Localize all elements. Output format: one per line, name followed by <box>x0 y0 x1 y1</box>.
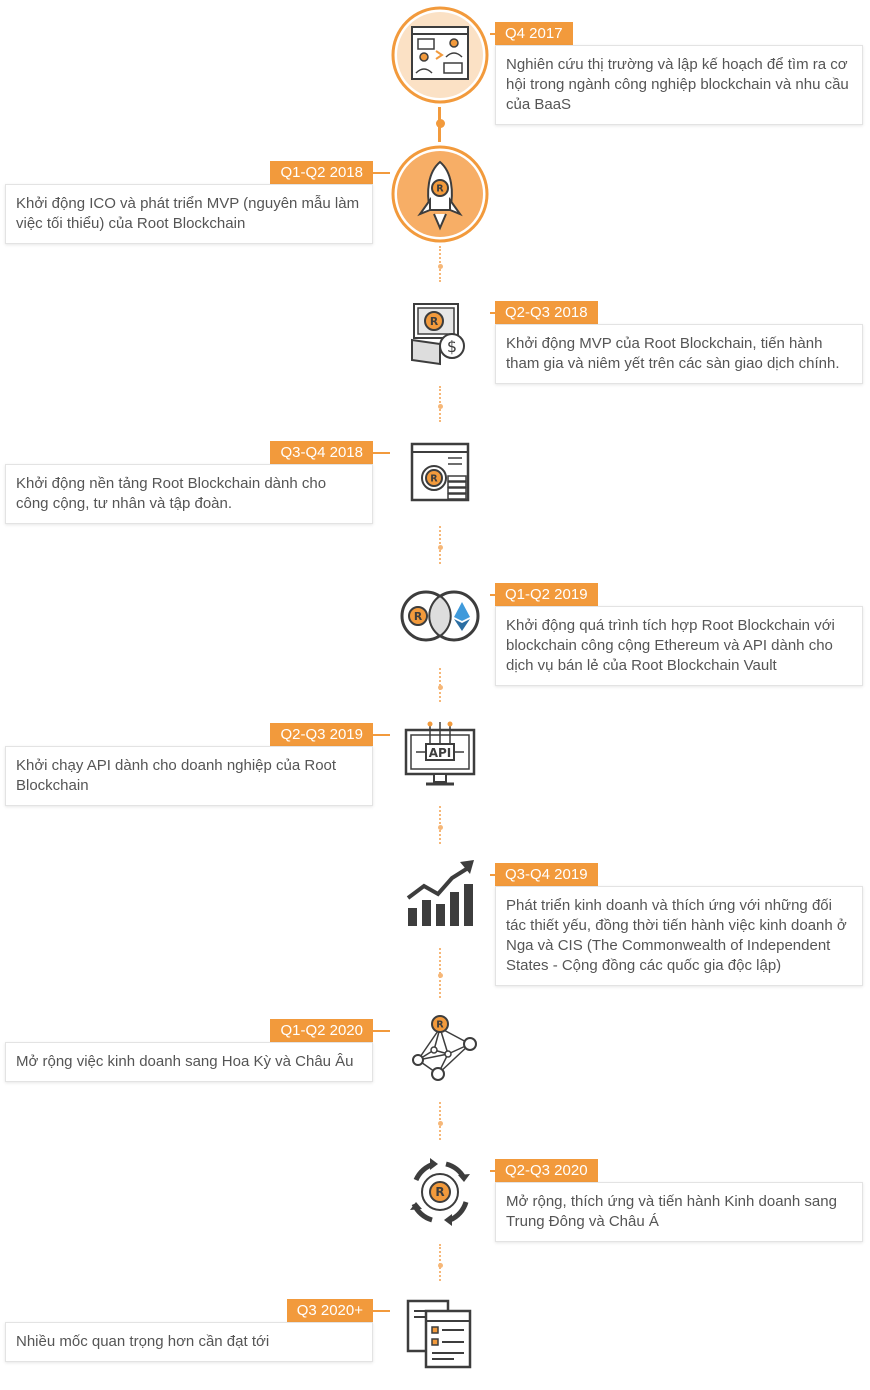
milestone-description-card: Khởi động ICO và phát triển MVP (nguyên … <box>5 184 373 244</box>
svg-text:R: R <box>430 473 438 484</box>
globe-cycle-icon: R <box>390 1142 490 1242</box>
svg-text:API: API <box>429 746 452 760</box>
milestone-description-card: Mở rộng, thích ứng và tiến hành Kinh doa… <box>495 1182 863 1242</box>
milestone-period-badge: Q2-Q3 2020 <box>495 1159 598 1182</box>
timeline-arrow-dot <box>438 1262 443 1268</box>
milestone-period-badge: Q1-Q2 2019 <box>495 583 598 606</box>
exchange-listing-icon: R $ <box>390 284 490 384</box>
milestone-description-card: Nghiên cứu thị trường và lập kế hoạch để… <box>495 45 863 125</box>
svg-text:R: R <box>436 1019 444 1030</box>
svg-text:R: R <box>436 183 444 194</box>
milestone-period-badge: Q4 2017 <box>495 22 573 45</box>
svg-text:R: R <box>414 610 423 623</box>
milestone-connector <box>490 874 495 876</box>
timeline-arrow-dot <box>438 404 443 409</box>
timeline-arrow-dot <box>438 825 443 830</box>
milestone-description-card: Phát triển kinh doanh và thích ứng với n… <box>495 886 863 986</box>
svg-text:R: R <box>430 315 439 328</box>
milestone-description-card: Khởi động MVP của Root Blockchain, tiến … <box>495 324 863 384</box>
milestone-description-card: Mở rộng việc kinh doanh sang Hoa Kỳ và C… <box>5 1042 373 1082</box>
timeline-arrow-dot <box>438 685 443 690</box>
documents-icon <box>390 1283 490 1383</box>
milestone-connector <box>373 172 390 174</box>
milestone-period-badge: Q3-Q4 2018 <box>270 441 373 464</box>
milestone-description-card: Nhiều mốc quan trọng hơn cần đạt tới <box>5 1322 373 1362</box>
rocket-icon: R <box>390 144 490 244</box>
milestone-description-card: Khởi động quá trình tích hợp Root Blockc… <box>495 606 863 686</box>
milestone-period-badge: Q1-Q2 2018 <box>270 161 373 184</box>
network-icon: R <box>390 1000 490 1100</box>
timeline-arrow-dot <box>438 264 443 269</box>
milestone-connector <box>373 1030 390 1032</box>
milestone-period-badge: Q3-Q4 2019 <box>495 863 598 886</box>
svg-text:R: R <box>435 1185 444 1199</box>
timeline-arrow-dot <box>438 1121 443 1126</box>
milestone-period-badge: Q1-Q2 2020 <box>270 1019 373 1042</box>
api-monitor-icon: API <box>390 704 490 804</box>
timeline-arrow-dot <box>438 973 443 978</box>
timeline-arrow-dot <box>438 545 443 550</box>
svg-text:$: $ <box>447 337 457 356</box>
ethereum-integration-icon: R <box>390 566 490 666</box>
platform-coins-icon: R <box>390 424 490 524</box>
market-research-icon <box>390 5 490 105</box>
milestone-connector <box>490 1170 495 1172</box>
milestone-connector <box>373 734 390 736</box>
milestone-period-badge: Q2-Q3 2018 <box>495 301 598 324</box>
milestone-description-card: Khởi chạy API dành cho doanh nghiệp của … <box>5 746 373 806</box>
milestone-period-badge: Q3 2020+ <box>286 1299 373 1322</box>
milestone-connector <box>373 452 390 454</box>
milestone-period-badge: Q2-Q3 2019 <box>270 723 373 746</box>
milestone-connector <box>490 33 495 35</box>
milestone-connector <box>490 594 495 596</box>
milestone-connector <box>373 1310 390 1312</box>
timeline-arrow-dot <box>436 118 445 128</box>
growth-chart-icon <box>390 846 490 946</box>
milestone-connector <box>490 312 495 314</box>
milestone-description-card: Khởi động nền tảng Root Blockchain dành … <box>5 464 373 524</box>
